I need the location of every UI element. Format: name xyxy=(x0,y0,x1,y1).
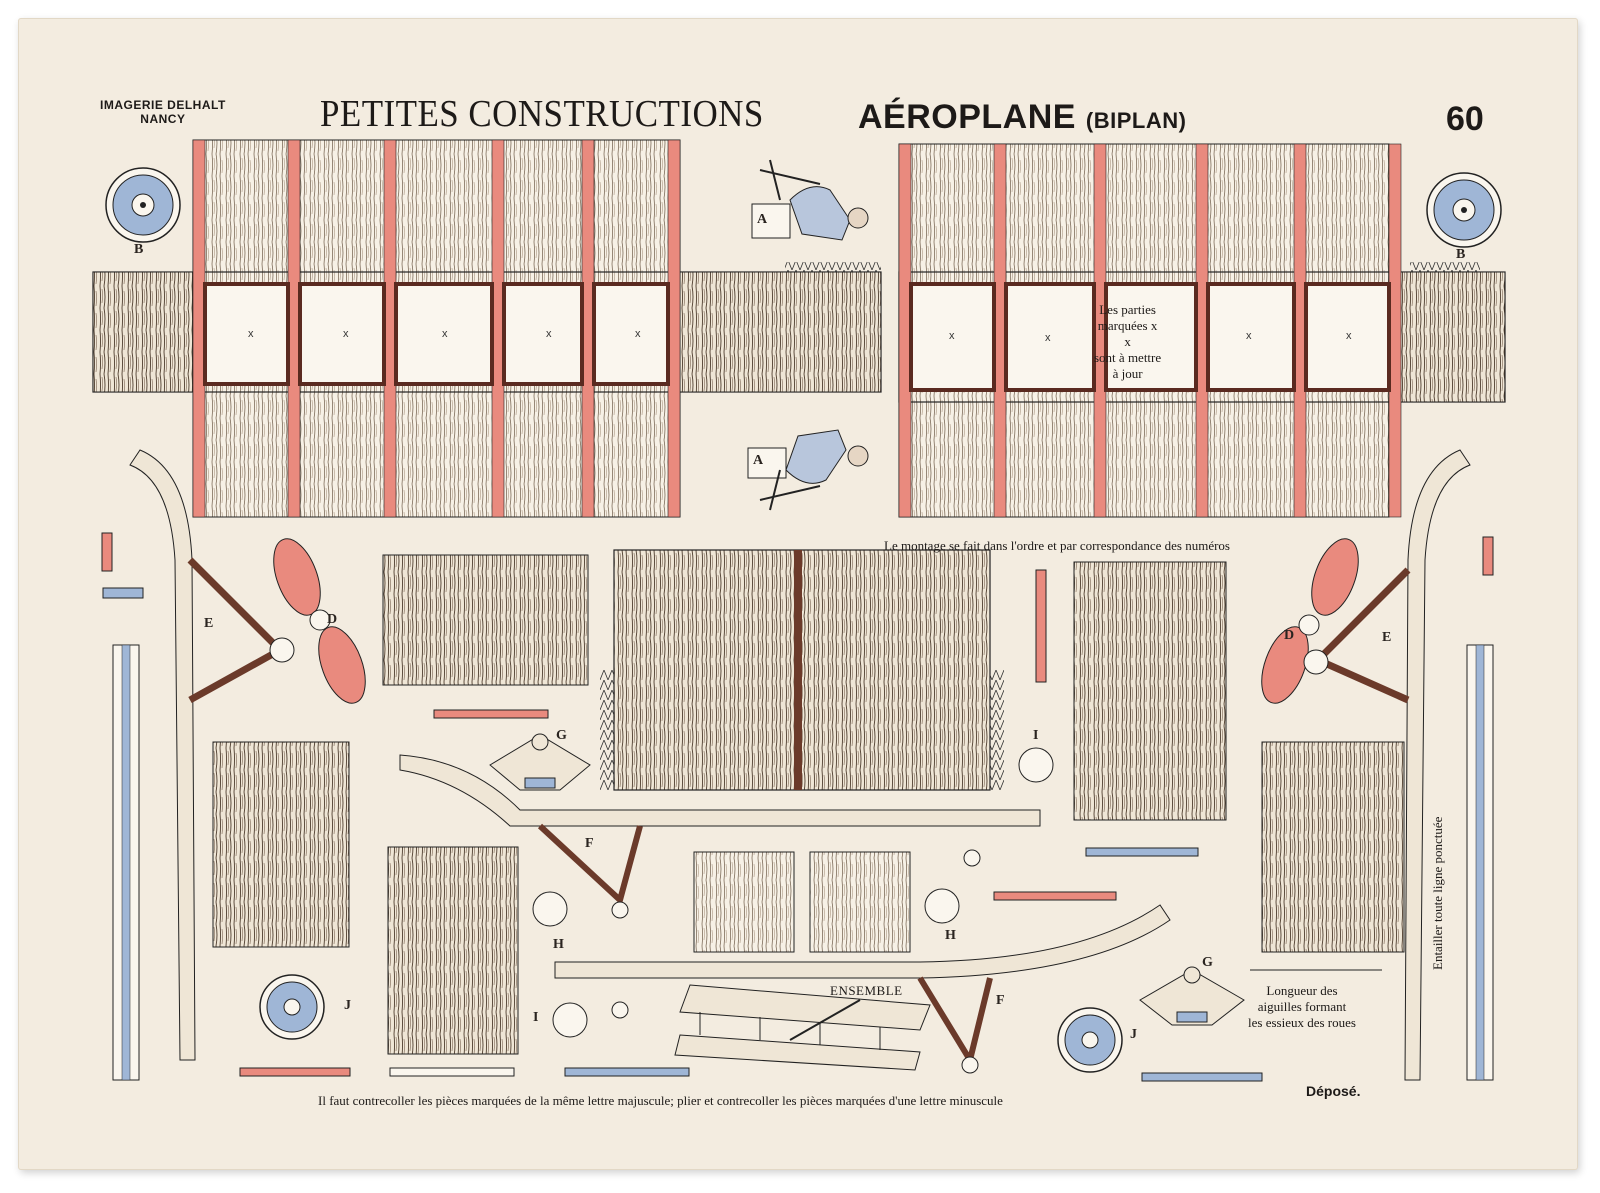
wheel-i-top xyxy=(1018,747,1054,783)
publisher-name: IMAGERIE DELHALT NANCY xyxy=(100,98,226,126)
cut-mark-x: x xyxy=(343,328,349,340)
piece-letter-e: E xyxy=(204,616,214,631)
panel-34-35 xyxy=(1073,561,1227,821)
strip-g-right xyxy=(1466,644,1494,1081)
cut-mark-x: x xyxy=(1246,330,1252,342)
piece-letter-h: H xyxy=(553,937,564,952)
strip-g xyxy=(1482,536,1494,576)
piece-letter-a: A xyxy=(757,212,768,227)
note-parties-line-1: Les parties xyxy=(1099,302,1156,317)
chassis-f-bottom xyxy=(554,904,1171,1074)
strip-s xyxy=(389,1067,515,1077)
note-parties-line-5: à jour xyxy=(1112,366,1143,381)
strip-h-left xyxy=(112,644,140,1081)
panel-5 xyxy=(382,554,589,686)
panel-9 xyxy=(212,741,350,948)
upper-wing-left xyxy=(92,139,882,518)
strip-u xyxy=(1141,1072,1263,1082)
piece-letter-h: H xyxy=(945,928,956,943)
panel-m xyxy=(809,851,911,953)
note-montage: Le montage se fait dans l'ordre et par c… xyxy=(884,538,1230,553)
strip-t xyxy=(564,1067,690,1077)
page-title-left: PETITES CONSTRUCTIONS xyxy=(320,93,764,135)
pilot-figure-top xyxy=(751,159,869,241)
strip-e xyxy=(1035,569,1047,683)
piece-letter-b: B xyxy=(1456,247,1466,262)
piece-letter-g: G xyxy=(1202,955,1213,970)
piece-letter-j: J xyxy=(344,998,351,1013)
propeller-left xyxy=(273,538,366,704)
piece-letter-b: B xyxy=(134,242,144,257)
page-title-right: AÉROPLANE (BIPLAN) xyxy=(858,98,1186,137)
note-parties-line-2: marquées x xyxy=(1097,318,1158,333)
wheel-b-left xyxy=(105,167,181,243)
note-longueur-line-1: Longueur des xyxy=(1266,983,1338,998)
cut-mark-x: x xyxy=(1346,330,1352,342)
propeller-right xyxy=(1261,538,1359,704)
upper-wing-right xyxy=(898,143,1506,518)
strip-n xyxy=(993,891,1117,901)
plate-number: 60 xyxy=(1446,100,1484,138)
panel-12 xyxy=(387,846,519,1055)
piece-letter-d: D xyxy=(1284,628,1295,643)
piece-letter-i: I xyxy=(1033,728,1039,743)
footer-instructions: Il faut contrecoller les pièces marquées… xyxy=(318,1093,1003,1108)
piece-letter-g: G xyxy=(556,728,567,743)
strip-v xyxy=(102,587,144,599)
piece-letter-a: A xyxy=(753,453,764,468)
wheel-i-bottom xyxy=(552,1002,588,1038)
panel-15 xyxy=(1261,741,1405,953)
central-fuselage-panel xyxy=(600,549,1004,791)
strip-f xyxy=(101,532,113,572)
strip-o xyxy=(1085,847,1199,857)
note-entailler: Entailler toute ligne ponctuée xyxy=(1430,816,1445,970)
note-longueur-aiguilles: Longueur des aiguilles formant les essie… xyxy=(1248,983,1356,1031)
wheel-j-right xyxy=(1057,1007,1123,1073)
note-parties-marquees: Les parties marquées x x sont à mettre à… xyxy=(1094,302,1161,382)
note-parties-line-3: x xyxy=(1124,334,1131,349)
wheel-h-left xyxy=(532,891,568,927)
cut-mark-x: x xyxy=(546,328,552,340)
piece-letter-d: D xyxy=(327,612,338,627)
wheel-h-right xyxy=(924,888,960,924)
chassis-f-top xyxy=(399,754,1041,919)
cut-mark-x: x xyxy=(949,330,955,342)
cut-mark-x: x xyxy=(1045,332,1051,344)
ensemble-biplane-illustration xyxy=(674,984,931,1071)
engine-g-top xyxy=(489,733,591,791)
pilot-figure-bottom xyxy=(747,429,869,511)
wheel-b-right xyxy=(1426,172,1502,248)
panel-l xyxy=(693,851,795,953)
title-aeroplane: AÉROPLANE xyxy=(858,98,1076,136)
piece-letter-j: J xyxy=(1130,1027,1137,1042)
publisher-line-2: NANCY xyxy=(140,112,186,126)
publisher-line-1: IMAGERIE DELHALT xyxy=(100,98,226,112)
piece-letter-e: E xyxy=(1382,630,1392,645)
wheel-j-left xyxy=(259,974,325,1040)
strip-i xyxy=(433,709,549,719)
depose-mark: Déposé. xyxy=(1306,1083,1361,1099)
piece-letter-f: F xyxy=(996,993,1005,1008)
strip-z xyxy=(239,1067,351,1077)
title-biplan: (BIPLAN) xyxy=(1085,108,1187,133)
cut-mark-x: x xyxy=(442,328,448,340)
label-ensemble: ENSEMBLE xyxy=(830,983,903,998)
note-parties-line-4: sont à mettre xyxy=(1094,350,1162,365)
skid-left xyxy=(129,449,295,1061)
cut-mark-x: x xyxy=(248,328,254,340)
engine-g-bottom xyxy=(1139,966,1245,1026)
cut-mark-x: x xyxy=(635,328,641,340)
note-longueur-line-3: les essieux des roues xyxy=(1248,1015,1356,1030)
piece-letter-i: I xyxy=(533,1010,539,1025)
note-longueur-line-2: aiguilles formant xyxy=(1257,999,1347,1014)
skid-right xyxy=(1303,449,1471,1081)
piece-letter-f: F xyxy=(585,836,594,851)
